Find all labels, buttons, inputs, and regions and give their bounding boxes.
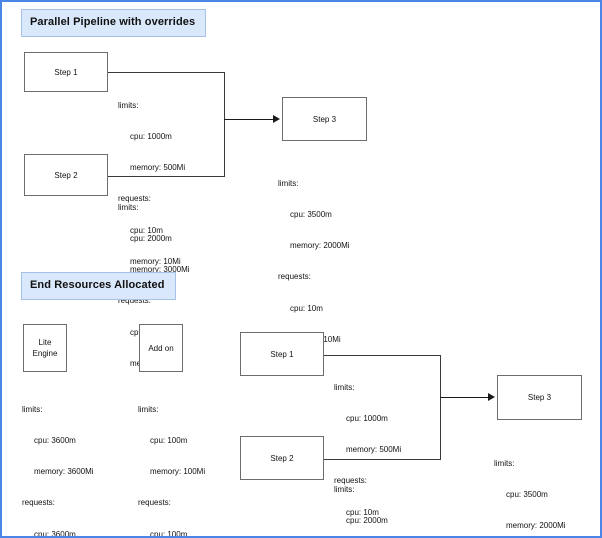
section-title-parallel-pipeline: Parallel Pipeline with overrides [21, 9, 207, 37]
spec-limits-label: limits: [494, 458, 515, 468]
edge-bottom-merge-spine [440, 355, 441, 460]
node-add-on[interactable]: Add on [139, 324, 183, 372]
spec-requests-label: requests: [118, 296, 151, 306]
spec-lite-engine: limits: cpu: 3600m memory: 3600Mi reques… [22, 384, 94, 538]
node-bottom-step-3[interactable]: Step 3 [497, 375, 582, 420]
node-top-step-1[interactable]: Step 1 [24, 52, 108, 92]
spec-limits-memory: memory: 100Mi [150, 467, 206, 477]
spec-requests-label: requests: [334, 476, 367, 486]
spec-requests-cpu: cpu: 10m [346, 507, 379, 517]
spec-limits-memory: memory: 500Mi [346, 445, 402, 455]
spec-requests-cpu: cpu: 10m [130, 225, 163, 235]
spec-limits-cpu: cpu: 100m [150, 436, 188, 446]
edge-top-to-step-3 [224, 119, 274, 120]
spec-requests-label: requests: [118, 194, 151, 204]
edge-bottom-to-step-3 [440, 397, 489, 398]
node-top-step-2[interactable]: Step 2 [24, 154, 108, 196]
spec-requests-cpu: cpu: 10m [290, 303, 323, 313]
spec-requests-cpu: cpu: 100m [150, 529, 188, 538]
spec-limits-cpu: cpu: 3500m [506, 490, 548, 500]
spec-limits-cpu: cpu: 1000m [346, 414, 388, 424]
edge-top-step-2-out [108, 176, 225, 177]
spec-limits-memory: memory: 2000Mi [506, 521, 566, 531]
edge-bottom-step-1-out [324, 355, 441, 356]
spec-bottom-step-2: limits: cpu: 2000m memory: 3000Mi reques… [334, 464, 406, 536]
spec-requests-cpu: cpu: 3600m [34, 529, 76, 538]
spec-limits-label: limits: [334, 484, 355, 494]
section-title-end-resources: End Resources Allocated [21, 272, 176, 300]
node-bottom-step-1[interactable]: Step 1 [240, 332, 324, 376]
spec-limits-memory: memory: 2000Mi [290, 241, 350, 251]
spec-requests-label: requests: [22, 498, 55, 508]
spec-limits-cpu: cpu: 1000m [130, 132, 172, 142]
node-lite-engine[interactable]: Lite Engine [23, 324, 67, 372]
arrow-head-icon [488, 393, 495, 401]
spec-limits-cpu: cpu: 3500m [290, 210, 332, 220]
edge-top-merge-spine [224, 72, 225, 177]
spec-limits-memory: memory: 500Mi [130, 163, 186, 173]
spec-limits-label: limits: [22, 404, 43, 414]
spec-limits-label: limits: [334, 382, 355, 392]
spec-top-step-1: limits: cpu: 1000m memory: 500Mi request… [118, 80, 185, 288]
edge-bottom-step-2-out [324, 459, 441, 460]
spec-add-on: limits: cpu: 100m memory: 100Mi requests… [138, 384, 206, 538]
spec-limits-memory: memory: 3600Mi [34, 467, 94, 477]
spec-limits-cpu: cpu: 2000m [130, 234, 172, 244]
arrow-head-icon [273, 115, 280, 123]
spec-bottom-step-1: limits: cpu: 1000m memory: 500Mi request… [334, 362, 402, 536]
spec-limits-memory: memory: 3000Mi [130, 265, 190, 275]
spec-limits-label: limits: [278, 178, 299, 188]
spec-requests-label: requests: [138, 498, 171, 508]
node-top-step-3[interactable]: Step 3 [282, 97, 367, 141]
spec-limits-label: limits: [118, 100, 139, 110]
spec-requests-label: requests: [278, 272, 311, 282]
spec-limits-cpu: cpu: 3600m [34, 436, 76, 446]
spec-limits-label: limits: [138, 404, 159, 414]
edge-top-step-1-out [108, 72, 225, 73]
node-bottom-step-2[interactable]: Step 2 [240, 436, 324, 480]
spec-bottom-step-3: limits: cpu: 3500m memory: 2000Mi reques… [494, 438, 566, 536]
spec-limits-label: limits: [118, 202, 139, 212]
spec-limits-cpu: cpu: 2000m [346, 516, 388, 526]
spec-requests-memory: memory: 10Mi [130, 256, 181, 266]
